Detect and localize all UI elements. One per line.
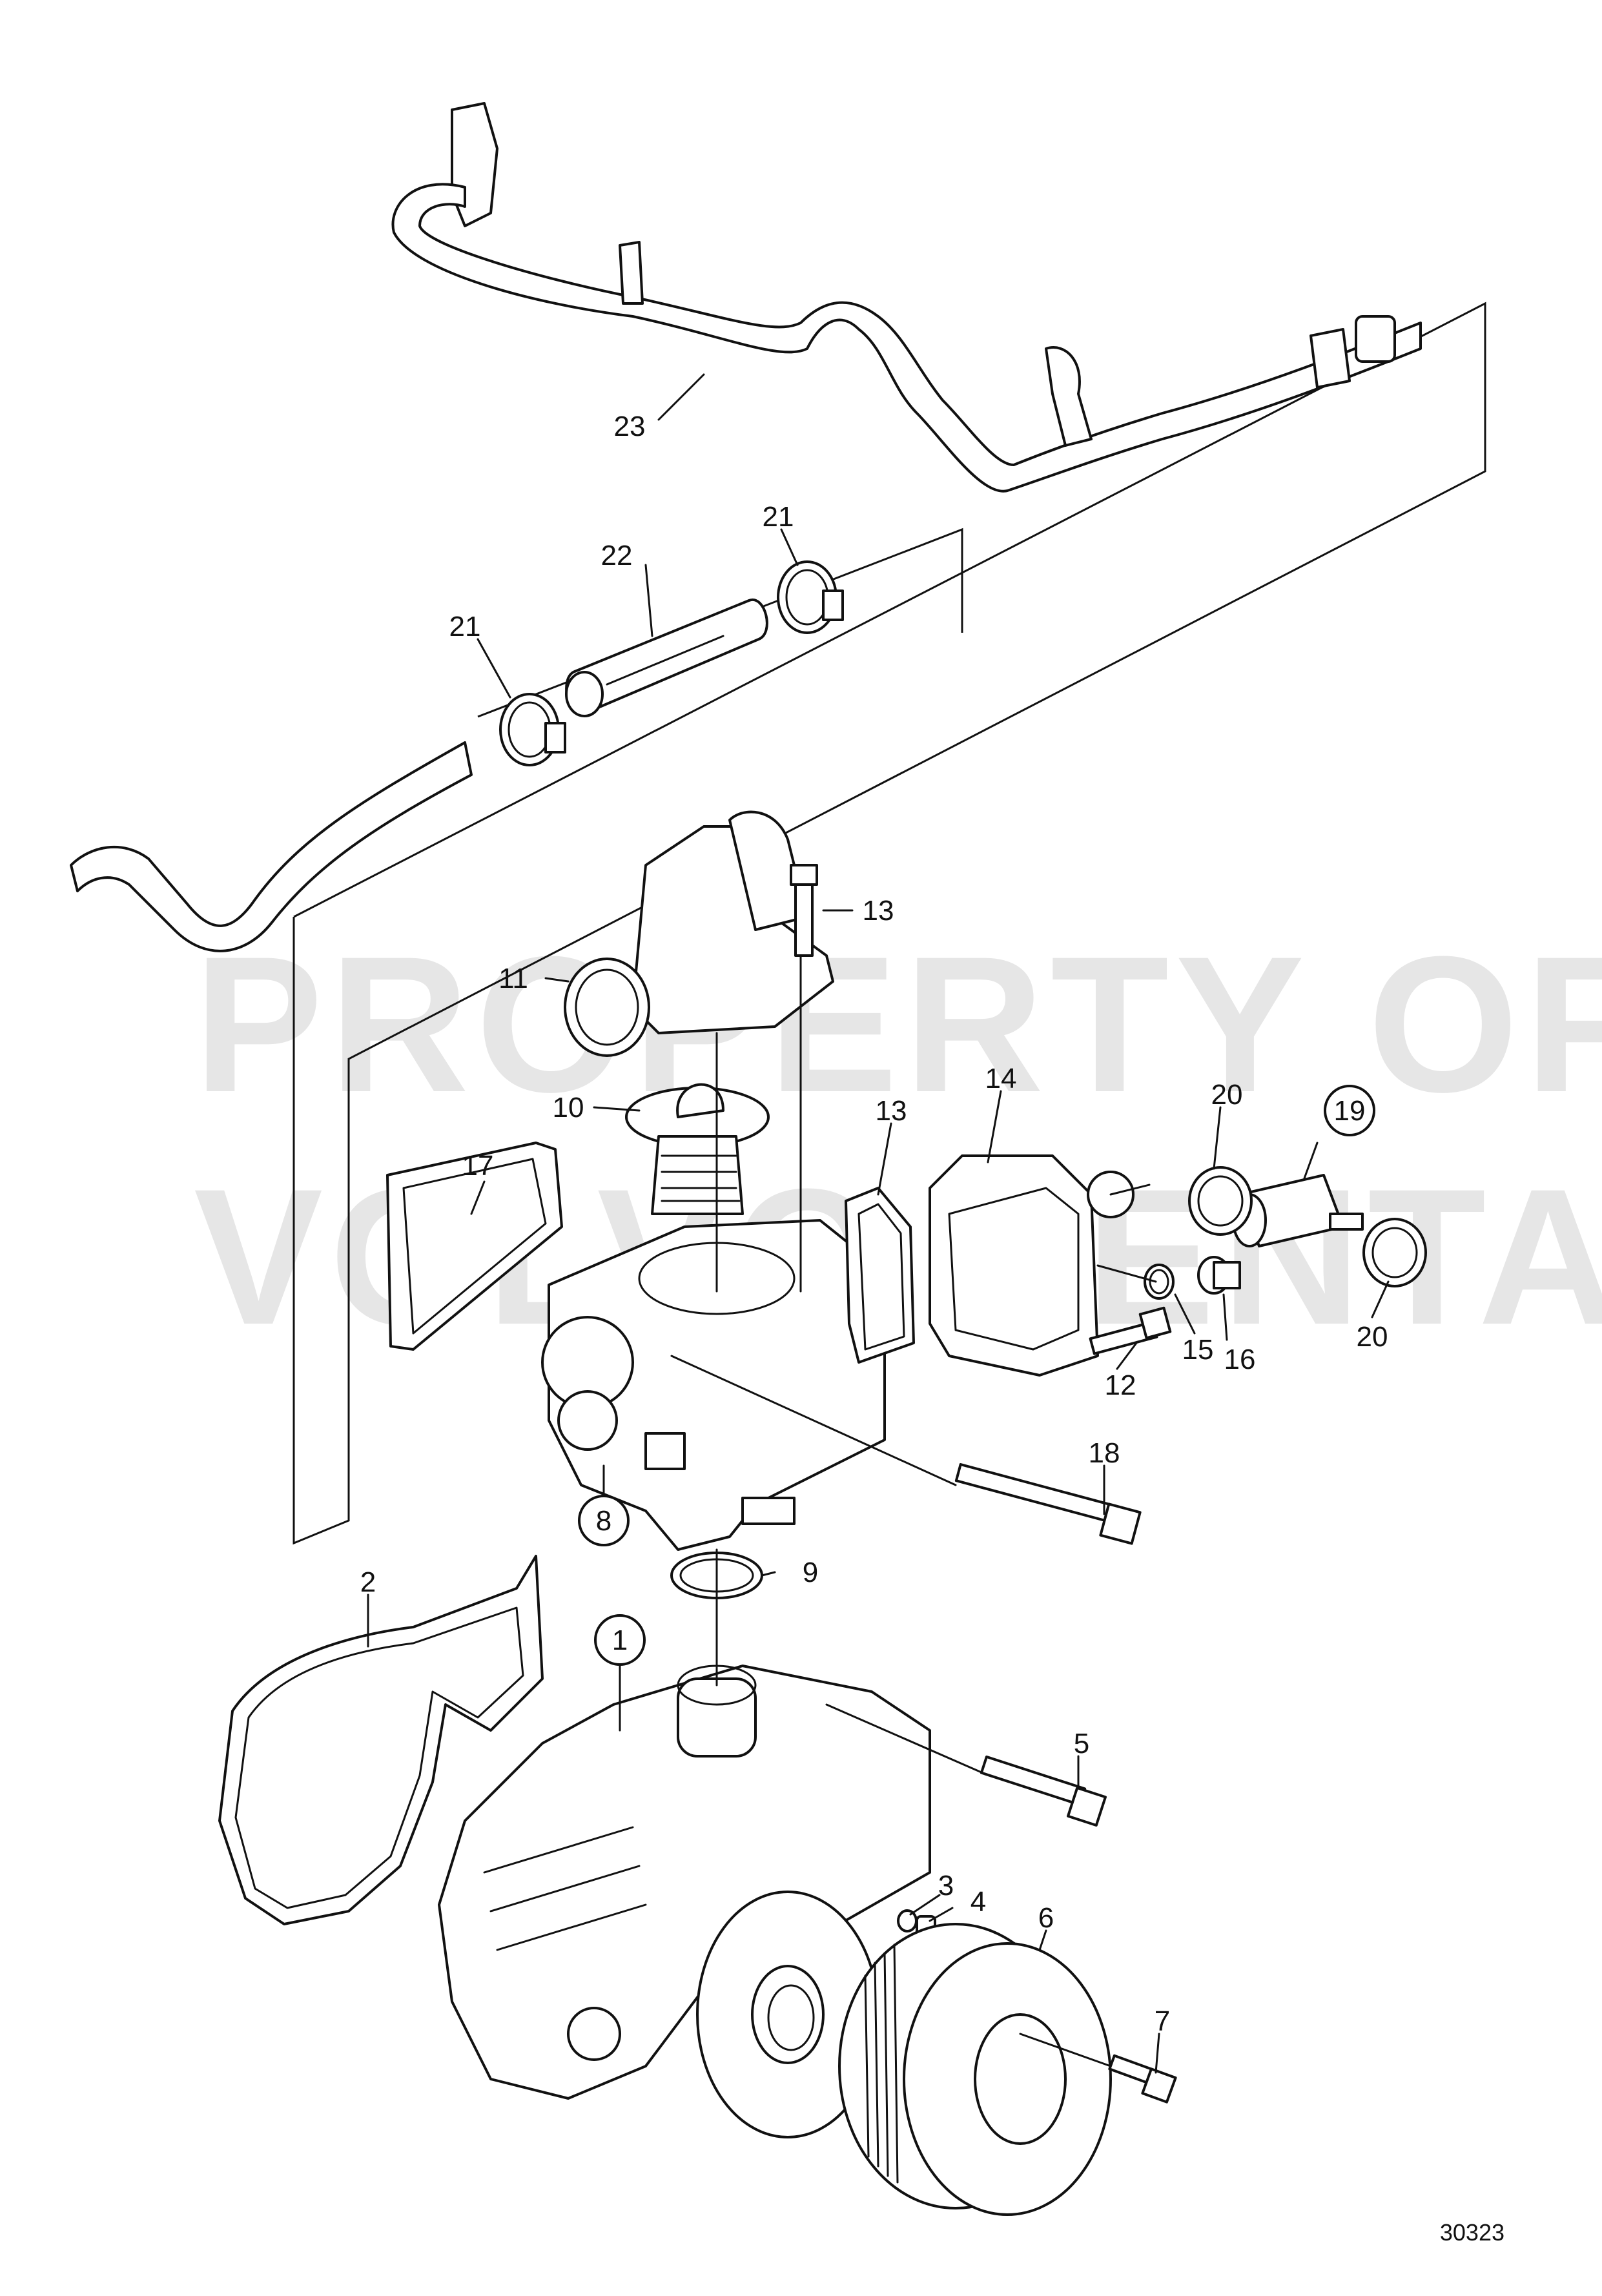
label-23: 23 xyxy=(614,411,646,442)
gasket-17 xyxy=(386,1142,563,1351)
label-19: 19 xyxy=(1334,1095,1366,1127)
circled-callouts xyxy=(578,1085,1375,1666)
label-4: 4 xyxy=(970,1886,986,1918)
label-7: 7 xyxy=(1155,2005,1170,2037)
clamp-21-lower xyxy=(499,693,566,766)
label-16: 16 xyxy=(1224,1344,1256,1375)
label-2: 2 xyxy=(360,1566,376,1598)
clamp-20-upper xyxy=(1188,1166,1253,1236)
clamp-20-lower xyxy=(1362,1218,1427,1287)
callout-circle-1 xyxy=(594,1614,646,1666)
pump-hub xyxy=(696,1891,879,2138)
part-labels: 1 2 3 4 5 6 7 8 9 10 11 12 13 13 14 15 1… xyxy=(360,411,1388,2037)
thermostat-10 xyxy=(625,1083,770,1215)
bolt-7 xyxy=(1108,2054,1177,2104)
bolt-12 xyxy=(1089,1306,1172,1355)
label-15: 15 xyxy=(1182,1334,1214,1366)
label-6: 6 xyxy=(1038,1902,1054,1934)
pulley-6 xyxy=(838,1923,1112,2216)
label-18: 18 xyxy=(1089,1437,1120,1469)
label-8: 8 xyxy=(596,1505,611,1537)
washer-3 xyxy=(897,1909,918,1932)
label-3: 3 xyxy=(938,1870,954,1901)
label-14: 14 xyxy=(985,1063,1017,1094)
label-20-upper: 20 xyxy=(1211,1079,1243,1111)
label-10: 10 xyxy=(553,1092,584,1123)
callout-circle-8 xyxy=(578,1495,630,1546)
clamp-21-upper xyxy=(777,560,844,634)
label-20-lower: 20 xyxy=(1357,1321,1388,1353)
hose-22 xyxy=(565,598,768,717)
label-5: 5 xyxy=(1074,1728,1089,1759)
thermostat-cover-11 xyxy=(564,810,834,1057)
figure-reference-number: 30323 xyxy=(1440,2219,1504,2246)
hose-19 xyxy=(1232,1174,1364,1247)
callout-circle-19 xyxy=(1324,1085,1375,1136)
label-22: 22 xyxy=(601,540,633,571)
o-ring-15 xyxy=(1144,1264,1175,1300)
gasket-13-lower xyxy=(845,1187,915,1364)
bolt-13-upper xyxy=(790,864,818,957)
alignment-lines xyxy=(670,954,1157,2067)
gasket-2 xyxy=(218,1555,544,1925)
label-21-lower: 21 xyxy=(449,611,481,642)
flange-housing-14 xyxy=(929,1154,1135,1377)
label-17: 17 xyxy=(462,1150,494,1182)
thermostat-housing-8 xyxy=(541,1219,886,1551)
water-pump-1 xyxy=(438,1665,931,2100)
bolt-18 xyxy=(954,1463,1142,1545)
label-11: 11 xyxy=(498,963,528,994)
label-13-upper: 13 xyxy=(863,895,894,927)
coolant-pipe-23 xyxy=(391,102,1422,493)
assembly-frame xyxy=(293,302,1486,1545)
label-1: 1 xyxy=(612,1625,628,1656)
label-21-upper: 21 xyxy=(763,501,794,533)
label-9: 9 xyxy=(803,1557,818,1588)
label-12: 12 xyxy=(1105,1369,1136,1401)
bypass-hose xyxy=(70,741,473,952)
leader-lines xyxy=(367,373,1390,2074)
bolt-5 xyxy=(980,1755,1107,1827)
plug-16 xyxy=(1197,1256,1241,1295)
label-13-lower: 13 xyxy=(876,1095,907,1127)
